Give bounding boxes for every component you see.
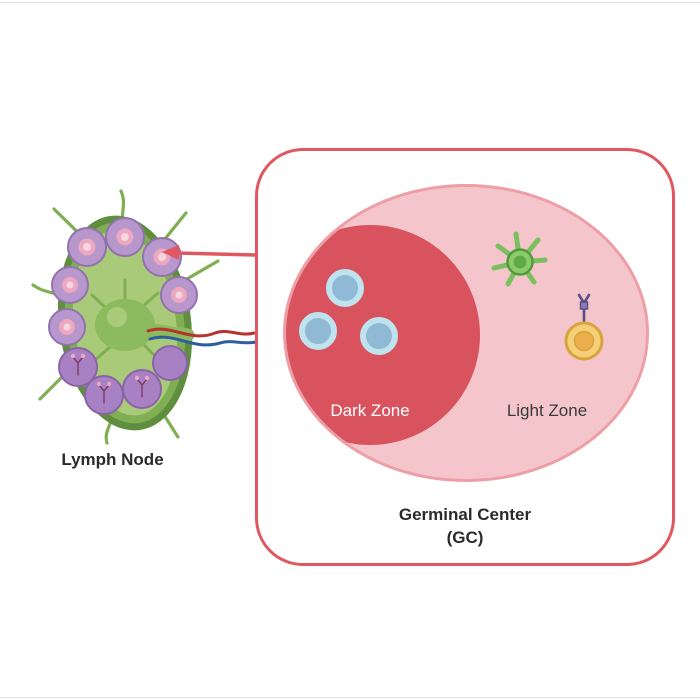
follicle-cores <box>59 228 187 335</box>
dark-zone-b-cell <box>299 312 337 350</box>
germinal-center-box: Dark Zone Light Zone Germinal Center (GC… <box>255 148 675 566</box>
receptor-base <box>579 301 589 310</box>
light-zone-label: Light Zone <box>506 401 588 420</box>
artery <box>146 327 256 338</box>
germinal-center-ellipse <box>283 184 649 482</box>
lymph-node-hilum <box>95 299 195 351</box>
vein <box>148 335 258 347</box>
lymph-node-label: Lymph Node <box>61 450 164 469</box>
follicular-dendritic-cell-icon <box>491 231 548 287</box>
blood-vessels <box>146 327 258 347</box>
trabeculae <box>90 278 160 363</box>
dark-zone-b-cell <box>326 269 364 307</box>
b-cell-with-receptor-icon <box>564 293 604 361</box>
germinal-center-title: Germinal Center <box>398 505 532 524</box>
dark-zone-label: Dark Zone <box>330 401 410 420</box>
bottom-edge-line <box>0 697 700 698</box>
branch-tips <box>70 353 150 387</box>
germinal-center-caption: Germinal Center (GC) <box>258 503 672 549</box>
lymph-node-illustration <box>31 189 258 445</box>
top-edge-line <box>0 2 700 3</box>
germinal-center-subtitle: (GC) <box>446 528 484 547</box>
dark-zone-b-cell <box>360 317 398 355</box>
